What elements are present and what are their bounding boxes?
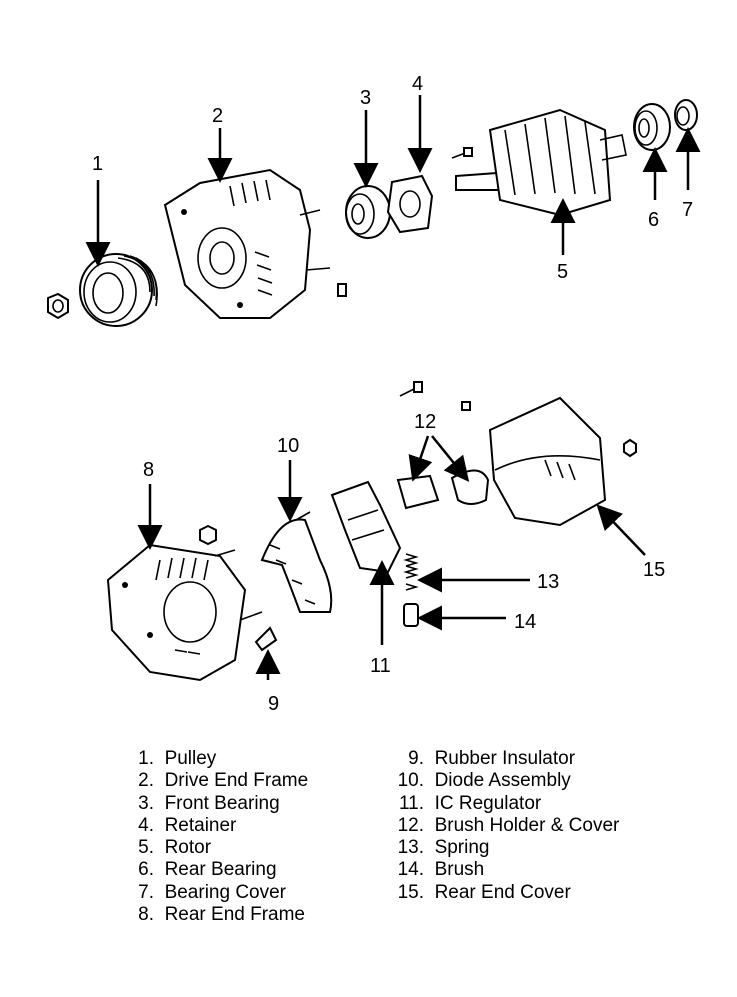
callout-7: 7 (682, 199, 693, 221)
legend-item: 10. Diode Assembly (397, 770, 571, 792)
pulley-nut (47, 292, 69, 320)
part-brush-cover (450, 469, 490, 505)
part-spring (403, 553, 419, 591)
cover-nut (623, 438, 637, 458)
part-ic-regulator (330, 480, 402, 574)
callout-12: 12 (414, 411, 436, 433)
legend-item: 4. Retainer (138, 814, 237, 836)
frame-nut-lower (199, 524, 217, 546)
part-rear-end-cover (488, 396, 607, 527)
callout-4: 4 (412, 73, 423, 95)
callout-14: 14 (514, 611, 536, 633)
legend-item: 5. Rotor (138, 837, 212, 859)
callout-9: 9 (268, 693, 279, 715)
legend-item: 2. Drive End Frame (138, 770, 309, 792)
legend-item: 11. IC Regulator (398, 792, 542, 814)
part-bearing-cover (674, 99, 698, 131)
legend-item: 3. Front Bearing (138, 792, 280, 814)
part-brush-holder (396, 474, 440, 510)
cover-screws (399, 381, 471, 411)
legend-item: 9. Rubber Insulator (408, 748, 576, 769)
part-front-bearing (345, 185, 391, 239)
legend-item: 14. Brush (397, 859, 485, 881)
legend-right: 9. Rubber Insulator 10. Diode Assembly 1… (382, 748, 620, 904)
exploded-diagram: 1 2 3 4 5 6 7 8 9 10 11 12 13 14 15 (47, 73, 701, 715)
legend-item: 15. Rear End Cover (397, 881, 571, 903)
part-rear-end-frame (106, 543, 263, 682)
callout-2: 2 (212, 105, 223, 127)
legend-item: 6. Rear Bearing (138, 859, 277, 881)
legend-item: 7. Bearing Cover (138, 881, 287, 903)
frame-screw (337, 283, 347, 297)
legend-item: 1. Pulley (138, 748, 217, 769)
part-drive-end-frame (163, 168, 331, 319)
callout-6: 6 (648, 209, 659, 231)
legend-item: 8. Rear End Frame (138, 904, 306, 926)
callout-11: 11 (370, 655, 391, 677)
leader-arrows (85, 95, 701, 680)
part-retainer (386, 174, 434, 234)
callout-3: 3 (360, 87, 371, 109)
part-diode-assembly (260, 511, 333, 613)
part-brush (403, 603, 419, 627)
retainer-screw (451, 147, 473, 159)
part-rear-bearing (633, 103, 671, 151)
legend-left: 1. Pulley 2. Drive End Frame 3. Front Be… (118, 748, 308, 926)
part-rubber-insulator (254, 626, 278, 652)
legend-item: 13. Spring (397, 837, 490, 859)
callout-15: 15 (643, 559, 665, 581)
callout-10: 10 (277, 435, 299, 457)
legend-item: 12. Brush Holder & Cover (397, 814, 620, 836)
callout-5: 5 (557, 261, 568, 283)
callout-13: 13 (537, 571, 559, 593)
part-rotor (455, 108, 627, 217)
callout-1: 1 (92, 153, 103, 175)
part-pulley (79, 253, 158, 327)
callout-8: 8 (143, 459, 154, 481)
